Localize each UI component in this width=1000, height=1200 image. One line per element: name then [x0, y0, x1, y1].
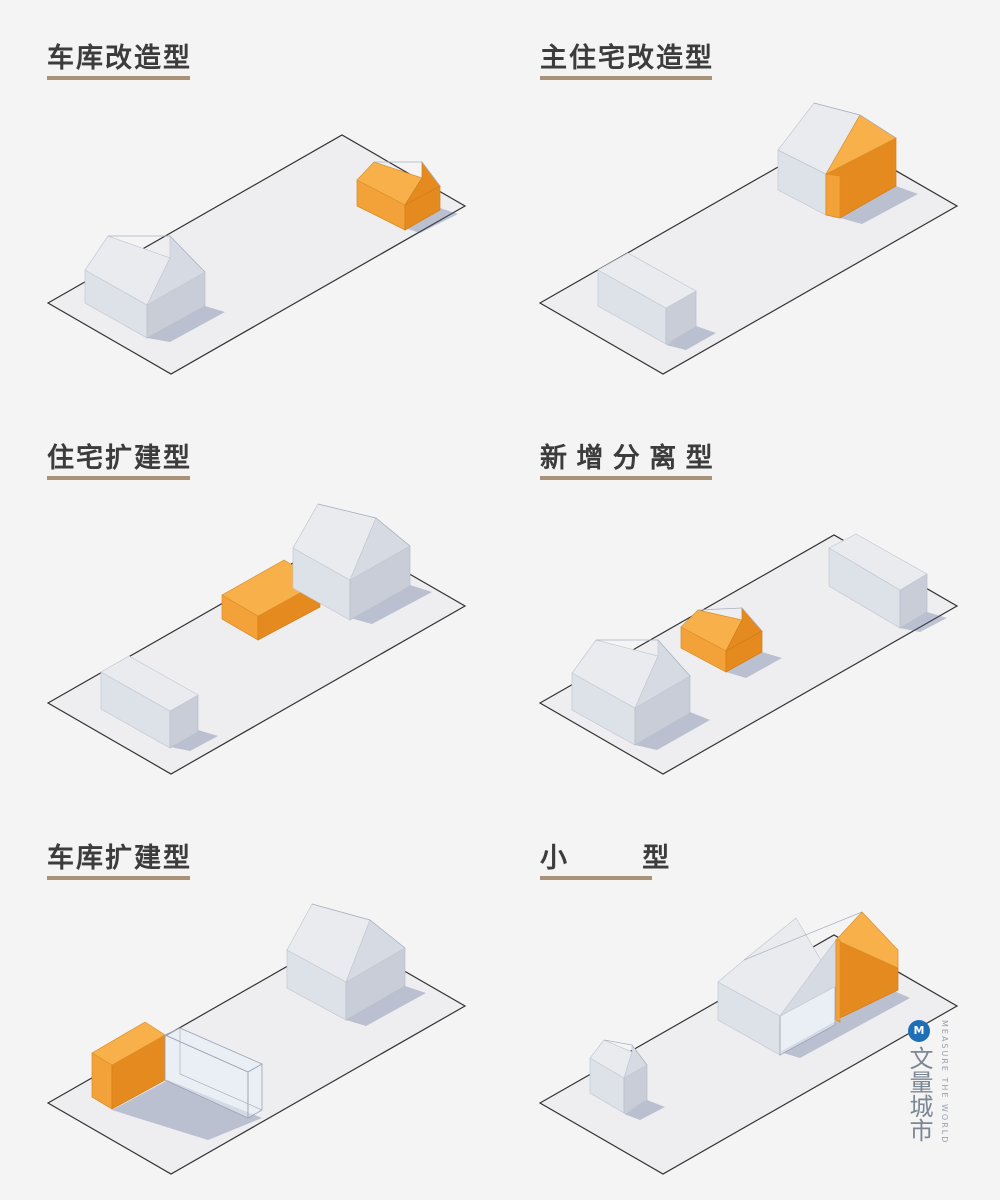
title-underline — [540, 876, 652, 880]
title-underline — [47, 476, 190, 480]
title-underline — [540, 476, 712, 480]
garage-conversion-diagram — [46, 134, 467, 375]
panel-title: 车库改造型 — [47, 43, 192, 74]
main-house-ridge — [813, 102, 897, 139]
main-house-conversion-diagram — [538, 102, 959, 375]
title-underline — [540, 76, 712, 80]
brand-slogan: MEASURE THE WORLD — [940, 1020, 949, 1145]
brand-name: 文量城市 — [905, 1046, 933, 1142]
title-underline — [47, 876, 190, 880]
existing-garage-top — [597, 252, 697, 309]
small-diagram — [538, 911, 959, 1175]
main-house-ridge — [743, 911, 863, 961]
garage-shadow — [624, 1100, 665, 1120]
panel-new-detached: 新 增 分 离 型 — [500, 400, 1000, 800]
existing-garage-top — [100, 655, 199, 712]
converted-end-front — [835, 939, 841, 1023]
panel-garage-extension: 车库扩建型 — [0, 800, 500, 1200]
existing-house-ridge — [317, 503, 411, 547]
watermark: M 文量城市 MEASURE THE WORLD — [905, 1018, 966, 1168]
garage-shadow — [170, 730, 218, 751]
new-unit-shadow — [726, 652, 782, 678]
garage-extension-diagram — [46, 903, 467, 1175]
house-shadow — [840, 186, 918, 224]
glass-garage-side — [247, 1063, 263, 1119]
extension-shadow — [112, 1080, 262, 1140]
house-shadow — [635, 712, 710, 750]
house-shadow — [147, 306, 225, 342]
house-extension-diagram — [46, 503, 467, 775]
panel-title: 住宅扩建型 — [47, 443, 192, 474]
panel-main-house-conversion: 主住宅改造型 — [500, 0, 1000, 400]
garage-shadow — [666, 326, 716, 350]
garage-shadow — [405, 208, 458, 233]
garage-shadow — [900, 612, 947, 632]
existing-house-ridge — [311, 903, 406, 949]
house-shadow — [350, 585, 432, 624]
panel-title: 新 增 分 离 型 — [540, 443, 713, 474]
existing-garage-top — [828, 533, 928, 591]
existing-house-ridge — [596, 639, 691, 677]
existing-garage-ridge — [603, 1039, 648, 1066]
panel-small: 小 型 — [500, 800, 1000, 1200]
brand-logo-icon: M — [908, 1020, 930, 1042]
new-unit-ridge — [697, 607, 763, 632]
panel-title: 小 型 — [540, 843, 670, 874]
panel-garage-conversion: 车库改造型 — [0, 0, 500, 400]
glass-garage-inner-edge — [179, 1028, 263, 1111]
panel-title: 主住宅改造型 — [540, 43, 714, 74]
panel-title: 车库扩建型 — [47, 843, 192, 874]
house-shadow — [346, 986, 426, 1026]
converted-garage-ridge — [374, 161, 441, 187]
new-detached-diagram — [538, 533, 959, 775]
converted-section-front — [825, 173, 841, 219]
title-underline — [47, 76, 190, 80]
panel-house-extension: 住宅扩建型 — [0, 400, 500, 800]
converted-end-roof — [835, 911, 899, 969]
existing-house-ridge — [108, 235, 206, 273]
house-shadow — [780, 990, 910, 1058]
